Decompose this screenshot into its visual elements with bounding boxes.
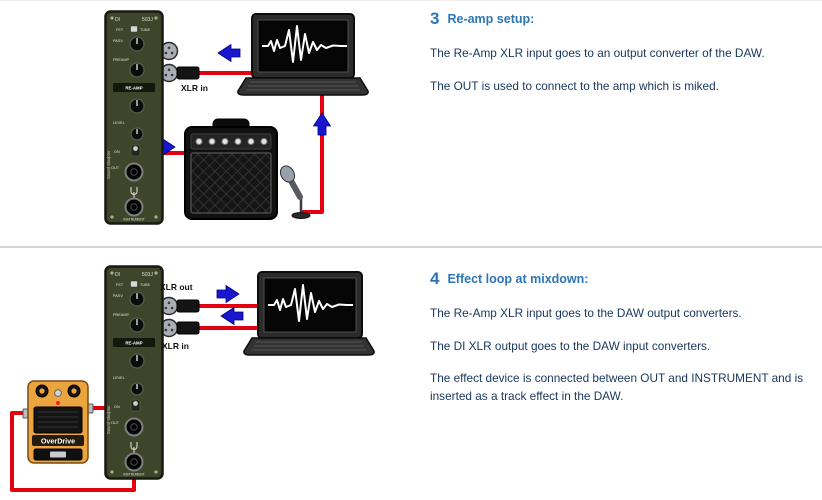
pedal-screw-icon	[54, 389, 62, 397]
effect-loop-diagram: DI 503J FET TUBE PASV PREAMP RE-AMP LEVE…	[10, 265, 375, 492]
guitar-amp	[184, 118, 278, 220]
keyboard-icon	[246, 81, 360, 91]
laptop	[243, 271, 375, 356]
module-faceplate	[104, 10, 164, 225]
out-label: OUT	[111, 421, 120, 425]
arrow-up-icon	[312, 112, 332, 136]
fet-label: FET	[116, 283, 124, 287]
pedal-led-icon	[56, 401, 60, 405]
heading-text: Effect loop at mixdown:	[447, 272, 589, 286]
arrow-right-icon	[216, 284, 240, 304]
cable-mic-to-daw	[301, 93, 324, 214]
section-divider	[0, 246, 822, 248]
keyboard-icon	[252, 341, 366, 351]
out-label: OUT	[111, 166, 120, 170]
cable-pedal-to-instrument	[10, 411, 136, 492]
preamp-label: PREAMP	[113, 313, 130, 317]
on-label: ON	[114, 405, 120, 409]
tube-label: TUBE	[140, 28, 151, 32]
waveform-icon	[262, 25, 347, 63]
overdrive-pedal: OverDrive	[22, 380, 94, 464]
paragraph: The OUT is used to connect to the amp wh…	[430, 78, 719, 93]
effect-loop-text: 4 Effect loop at mixdown: The Re-Amp XLR …	[430, 269, 822, 421]
on-label: ON	[114, 150, 120, 154]
heading-text: Re-amp setup:	[447, 12, 535, 26]
tube-label: TUBE	[140, 283, 151, 287]
paragraph: The Re-Amp XLR input goes to an output c…	[430, 46, 765, 60]
brand-label: Sound Skulptor	[106, 405, 111, 434]
microphone	[279, 165, 311, 219]
level-label: LEVEL	[113, 376, 125, 380]
section-heading: 3 Re-amp setup:	[430, 9, 782, 29]
step-number: 4	[430, 269, 440, 288]
fet-label: FET	[116, 28, 124, 32]
waveform-icon	[268, 284, 353, 322]
pasv-label: PASV	[113, 39, 123, 43]
xlr-in-label: XLR in	[162, 341, 189, 351]
amp-grille	[190, 152, 272, 214]
instrument-label: INSTRUMENT	[123, 218, 145, 222]
laptop	[237, 13, 369, 96]
xlr-plug-icon	[176, 321, 200, 335]
xlr-plug-icon	[176, 66, 200, 80]
module-model-right: 503J	[142, 272, 153, 278]
module-model-left: DI	[115, 272, 120, 278]
pedal-treadle	[33, 406, 83, 434]
instrument-label: INSTRUMENT	[123, 473, 145, 477]
xlr-out-label: XLR out	[160, 282, 193, 292]
arrow-left-icon	[217, 43, 241, 63]
fet-tube-switch	[130, 280, 138, 288]
module-model-left: DI	[115, 17, 120, 23]
module-model-right: 503J	[142, 17, 153, 23]
module-faceplate	[104, 265, 164, 480]
xlr-in-label: XLR in	[181, 83, 208, 93]
paragraph: The DI XLR output goes to the DAW input …	[430, 338, 711, 353]
preamp-label: PREAMP	[113, 58, 130, 62]
pedal-name-label: OverDrive	[41, 437, 75, 446]
pedal-badge	[50, 451, 66, 458]
paragraph: The Re-Amp XLR input goes to the DAW out…	[430, 306, 742, 320]
reamp-setup-text: 3 Re-amp setup: The Re-Amp XLR input goes…	[430, 9, 782, 110]
di-module: DI 503J FET TUBE PASV PREAMP RE-AMP LEVE…	[104, 10, 179, 225]
level-label: LEVEL	[113, 121, 125, 125]
paragraph: The effect device is connected between O…	[430, 371, 804, 404]
step-number: 3	[430, 9, 440, 28]
brand-label: Sound Skulptor	[106, 150, 111, 179]
reamp-label: RE-AMP	[125, 341, 142, 346]
di-module: DI 503J FET TUBE PASV PREAMP RE-AMP LEVE…	[104, 265, 179, 480]
arrow-left-icon	[220, 306, 244, 326]
section-heading: 4 Effect loop at mixdown:	[430, 269, 822, 289]
reamp-setup-diagram: DI 503J FET TUBE PASV PREAMP RE-AMP LEVE…	[104, 10, 369, 225]
pasv-label: PASV	[113, 294, 123, 298]
xlr-plug-icon	[176, 299, 200, 313]
fet-tube-switch	[130, 25, 138, 33]
reamp-label: RE-AMP	[125, 86, 142, 91]
